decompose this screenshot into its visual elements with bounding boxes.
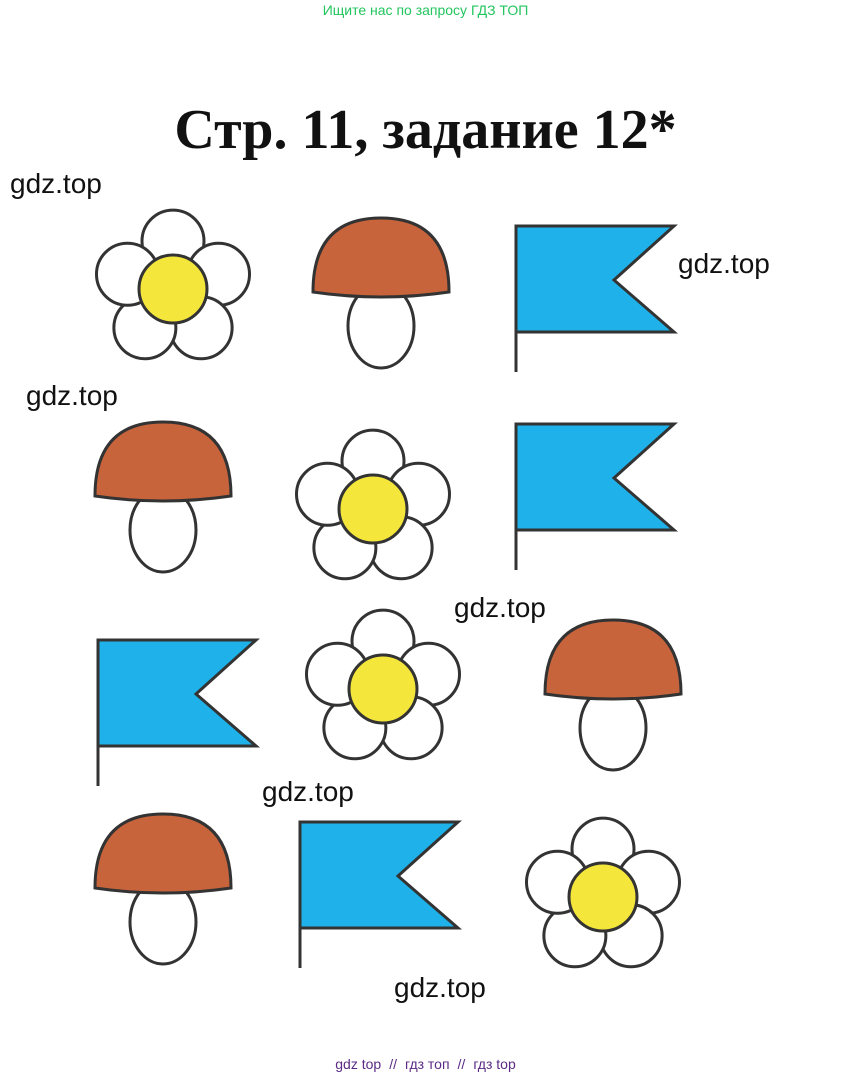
flag-figure [96, 638, 261, 786]
flag-figure [298, 820, 463, 968]
flag-cloth [96, 638, 261, 748]
flag-cloth [514, 224, 679, 334]
footer-link[interactable]: гдз топ [404, 1056, 450, 1072]
mushroom-cap [543, 618, 683, 701]
watermark: gdz.top [10, 168, 102, 199]
mushroom-cap [311, 216, 451, 299]
flag-figure [514, 224, 679, 372]
flag-figure [514, 422, 679, 570]
flower-figure [524, 816, 682, 969]
watermark: gdz.top [262, 776, 354, 807]
mushroom-figure [543, 618, 683, 772]
watermark: gdz.top [678, 248, 770, 279]
flag-cloth [514, 422, 679, 532]
flower-center [567, 861, 639, 933]
flower-figure [294, 428, 452, 581]
flag-cloth [298, 820, 463, 930]
mushroom-figure [93, 812, 233, 966]
footer-separator: // [457, 1056, 466, 1072]
footer-separator: // [389, 1056, 397, 1072]
footer: gdz top // гдз топ // гдз top [0, 1056, 851, 1072]
flower-center [137, 253, 209, 325]
top-banner: Ищите нас по запросу ГДЗ ТОП [322, 2, 529, 18]
watermark: gdz.top [394, 972, 486, 1003]
watermark: gdz.top [26, 380, 118, 411]
page-title: Стр. 11, задание 12* [174, 99, 677, 161]
mushroom-cap [93, 812, 233, 895]
flower-center [337, 473, 409, 545]
flower-center [347, 653, 419, 725]
footer-link[interactable]: gdz top [335, 1056, 382, 1072]
footer-link[interactable]: гдз top [473, 1056, 516, 1072]
flower-figure [94, 208, 252, 361]
flower-figure [304, 608, 462, 761]
watermark: gdz.top [454, 592, 546, 623]
mushroom-cap [93, 420, 233, 503]
mushroom-figure [93, 420, 233, 574]
mushroom-figure [311, 216, 451, 370]
